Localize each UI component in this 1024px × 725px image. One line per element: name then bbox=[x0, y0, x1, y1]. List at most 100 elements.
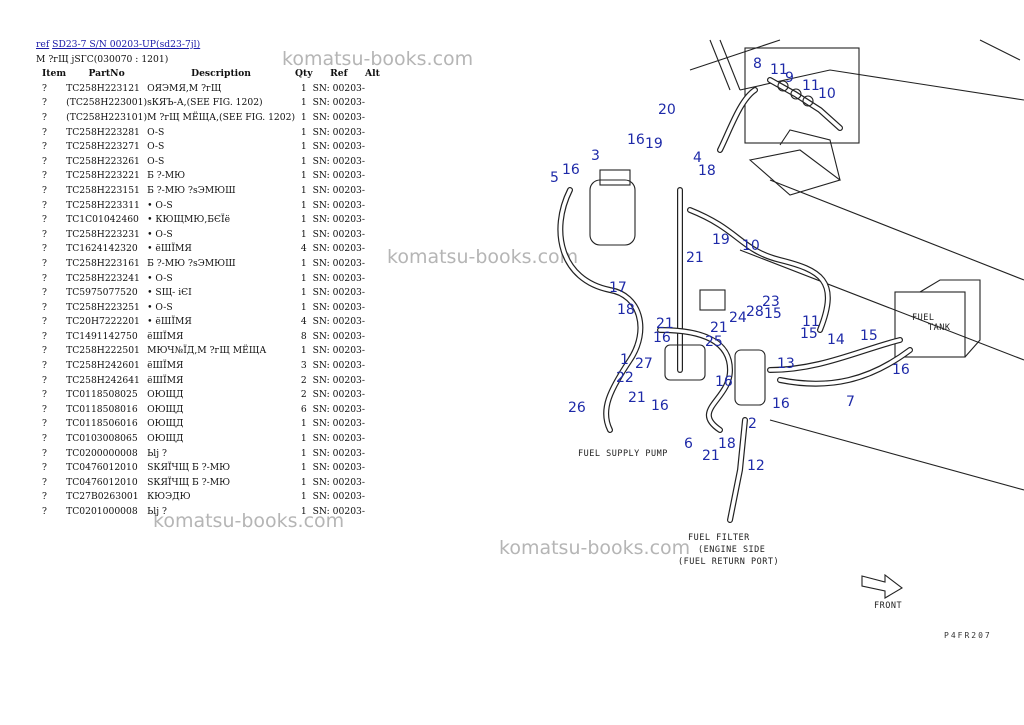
cell-qty: 1 bbox=[300, 214, 307, 226]
cell-alt bbox=[365, 96, 380, 111]
callout-10: 10 bbox=[742, 238, 760, 254]
col-partno: PartNo bbox=[88, 68, 125, 80]
callout-15: 15 bbox=[800, 326, 818, 342]
cell-ref: SN: 00203- bbox=[312, 126, 365, 138]
cell-alt bbox=[365, 213, 380, 228]
cell-description: O-S bbox=[147, 141, 165, 153]
cell-item: ? bbox=[42, 170, 47, 182]
cell-item: ? bbox=[42, 287, 47, 299]
cell-ref: SN: 00203- bbox=[312, 272, 365, 284]
diagram-frame-lines bbox=[689, 39, 1024, 491]
callout-16: 16 bbox=[892, 362, 910, 378]
callout-16: 16 bbox=[772, 396, 790, 412]
callout-16: 16 bbox=[715, 374, 733, 390]
cell-qty: 1 bbox=[300, 126, 307, 138]
cell-item: ? bbox=[42, 141, 47, 153]
cell-partno: TC258H223161 bbox=[66, 257, 140, 269]
cell-item: ? bbox=[42, 214, 47, 226]
cell-ref: SN: 00203- bbox=[312, 374, 365, 386]
col-qty: Qty bbox=[295, 68, 313, 80]
front-arrow-icon bbox=[861, 573, 903, 599]
cell-description: КЮЭДЮ bbox=[147, 491, 191, 503]
cell-ref: SN: 00203- bbox=[312, 257, 365, 269]
callout-19: 19 bbox=[712, 232, 730, 248]
callout-10: 10 bbox=[818, 86, 836, 102]
cell-item: ? bbox=[42, 433, 47, 445]
section-subtitle: М ?гЩ јЅГС(030070 : 1201) bbox=[36, 53, 169, 65]
cell-partno: TC0476012010 bbox=[66, 476, 138, 488]
cell-alt bbox=[365, 330, 380, 345]
cell-qty: 1 bbox=[300, 82, 307, 94]
cell-ref: SN: 00203- bbox=[312, 170, 365, 182]
cell-alt bbox=[365, 403, 380, 418]
callout-1: 1 bbox=[620, 352, 629, 368]
cell-item: ? bbox=[42, 126, 47, 138]
cell-description: ёШЇМЯ bbox=[147, 374, 184, 386]
cell-alt bbox=[365, 490, 380, 505]
cell-ref: SN: 00203- bbox=[312, 330, 365, 342]
cell-alt bbox=[365, 286, 380, 301]
cell-ref: SN: 00203- bbox=[312, 403, 365, 415]
cell-item: ? bbox=[42, 199, 47, 211]
callout-23: 23 bbox=[762, 294, 780, 310]
label-fuel-filter: FUEL FILTER bbox=[688, 533, 750, 543]
cell-qty: 1 bbox=[300, 287, 307, 299]
cell-alt bbox=[365, 359, 380, 374]
cell-item: ? bbox=[42, 389, 47, 401]
cell-item: ? bbox=[42, 184, 47, 196]
header-links: ref SD23-7 S/N 00203-UP(sd23-7jl) bbox=[36, 38, 376, 53]
cell-qty: 1 bbox=[300, 418, 307, 430]
cell-partno: TC20H7222201 bbox=[66, 316, 140, 328]
filter-components bbox=[589, 169, 766, 406]
cell-alt bbox=[365, 476, 380, 491]
cell-item: ? bbox=[42, 228, 47, 240]
callout-18: 18 bbox=[617, 302, 635, 318]
callout-24: 24 bbox=[729, 310, 747, 326]
cell-qty: 1 bbox=[300, 155, 307, 167]
cell-qty: 2 bbox=[300, 374, 307, 386]
cell-partno: TC258H223261 bbox=[66, 155, 140, 167]
cell-ref: SN: 00203- bbox=[312, 447, 365, 459]
cell-alt bbox=[365, 505, 380, 520]
cell-item: ? bbox=[42, 462, 47, 474]
cell-partno: TC258H223121 bbox=[66, 82, 140, 94]
callout-7: 7 bbox=[846, 394, 855, 410]
cell-alt bbox=[365, 374, 380, 389]
cell-description: • КЮЩМЮ,БЄЇё bbox=[147, 214, 231, 226]
cell-description: ОЮЩД bbox=[147, 403, 184, 415]
watermark: komatsu-books.com bbox=[499, 537, 691, 559]
callout-21: 21 bbox=[686, 250, 704, 266]
cell-item: ? bbox=[42, 97, 47, 109]
cell-partno: TC258H242641 bbox=[66, 374, 140, 386]
cell-ref: SN: 00203- bbox=[312, 462, 365, 474]
cell-qty: 1 bbox=[300, 491, 307, 503]
cell-partno: (TC258H223001) bbox=[66, 97, 148, 109]
cell-item: ? bbox=[42, 272, 47, 284]
cell-description: • ёШЇМЯ bbox=[147, 316, 192, 328]
cell-item: ? bbox=[42, 301, 47, 313]
cell-item: ? bbox=[42, 345, 47, 357]
cell-qty: 1 bbox=[300, 228, 307, 240]
cell-description: O-S bbox=[147, 126, 165, 138]
cell-qty: 1 bbox=[300, 462, 307, 474]
cell-partno: TC0118508025 bbox=[66, 389, 138, 401]
cell-alt bbox=[365, 257, 380, 272]
callout-8: 8 bbox=[753, 56, 762, 72]
ref-link[interactable]: ref bbox=[36, 39, 50, 50]
cell-description: • O-S bbox=[147, 228, 173, 240]
callout-15: 15 bbox=[860, 328, 878, 344]
model-link[interactable]: SD23-7 S/N 00203-UP(sd23-7jl) bbox=[52, 39, 201, 50]
cell-description: Б ?-МЮ ?sЭМЮШ bbox=[147, 184, 236, 196]
label-fuel-return-port: (FUEL RETURN PORT) bbox=[678, 557, 779, 567]
